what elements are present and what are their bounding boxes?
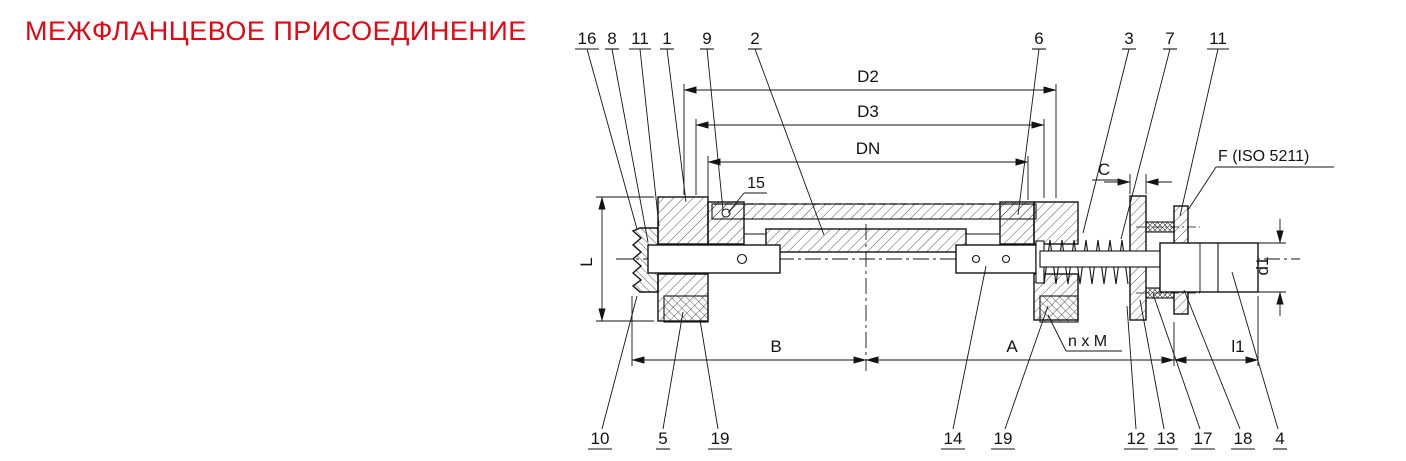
- right-stem-stub: [955, 244, 1037, 274]
- callout-top-16: 16: [578, 29, 597, 48]
- mounting-bolt-top: [1145, 221, 1175, 233]
- left-flange-top: [657, 196, 709, 245]
- callout-bottom-13: 13: [1157, 429, 1176, 448]
- callout-bottom-14: 14: [944, 429, 963, 448]
- shaft-pin-hole: [736, 253, 748, 265]
- dim-label-b: B: [770, 337, 781, 356]
- callout-bottom-10: 10: [591, 429, 610, 448]
- callout-bottom-4: 4: [1275, 429, 1284, 448]
- dim-label-d3: D3: [857, 102, 879, 121]
- callout-bottom-19b: 19: [994, 429, 1013, 448]
- callout-bottom-18: 18: [1234, 429, 1253, 448]
- dim-label-c: C: [1098, 160, 1110, 179]
- left-stem-shaft: [647, 244, 781, 274]
- dim-label-l: L: [577, 257, 596, 266]
- seal-screw: [721, 208, 731, 218]
- callout-top-11b: 11: [1209, 29, 1227, 48]
- stub-hole: [971, 254, 981, 264]
- left-flange-step: [663, 295, 709, 323]
- callout-top-8: 8: [607, 29, 616, 48]
- dim-label-nxm: n x M: [1068, 333, 1107, 350]
- callout-leaders: [575, 48, 1334, 450]
- callout-bottom-17: 17: [1194, 429, 1213, 448]
- dim-label-dn: DN: [856, 139, 881, 158]
- dimension-lines: [596, 84, 1286, 366]
- callout-top-3: 3: [1124, 29, 1133, 48]
- right-body-step: [1039, 295, 1079, 323]
- callout-top-9: 9: [702, 29, 711, 48]
- callout-bottom-19a: 19: [711, 429, 730, 448]
- dim-label-d1: d1: [1253, 257, 1272, 276]
- labels: D2 D3 DN C F (ISO 5211) L d1 B A l1 n x …: [577, 29, 1309, 448]
- dim-label-l1: l1: [1231, 337, 1244, 356]
- dim-label-f-iso5211: F (ISO 5211): [1218, 148, 1309, 165]
- stem-rod: [1039, 250, 1163, 268]
- dim-label-a: A: [1006, 337, 1018, 356]
- callout-top-11a: 11: [631, 29, 649, 48]
- dim-label-d2: D2: [857, 67, 879, 86]
- stub-hole: [1001, 254, 1011, 264]
- right-seat-shoulder: [999, 201, 1035, 245]
- output-shaft: [1159, 242, 1259, 293]
- callout-15: 15: [747, 175, 765, 192]
- seat-band: [711, 203, 1037, 220]
- callout-top-7: 7: [1165, 29, 1174, 48]
- callout-top-6: 6: [1034, 29, 1043, 48]
- stem-end-plug: [631, 227, 659, 293]
- callout-top-1: 1: [662, 29, 671, 48]
- spring: [1043, 239, 1129, 285]
- callout-bottom-5: 5: [658, 429, 667, 448]
- right-body-top: [1033, 201, 1079, 245]
- page-title: МЕЖФЛАНЦЕВОЕ ПРИСОЕДИНЕНИЕ: [25, 16, 527, 46]
- callout-bottom-12: 12: [1127, 429, 1146, 448]
- callout-top-2: 2: [750, 29, 759, 48]
- disc-plate: [765, 228, 967, 253]
